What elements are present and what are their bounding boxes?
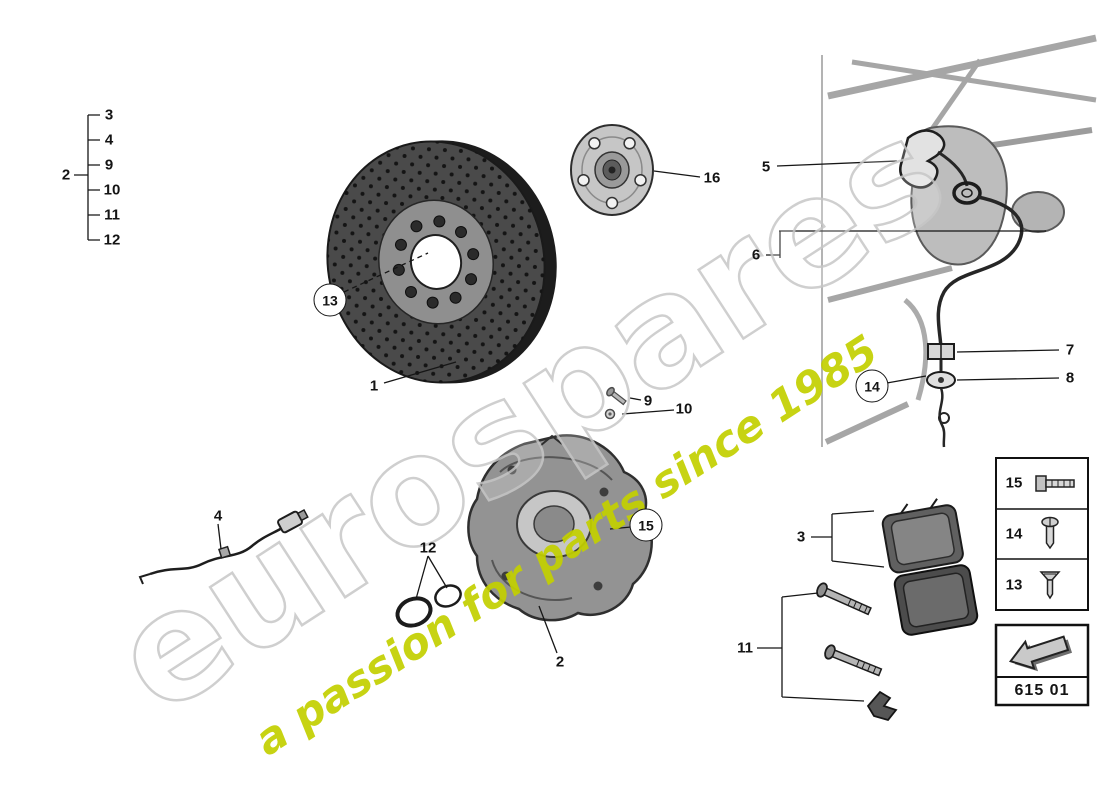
legend-num-15: 15 (1005, 474, 1023, 492)
callout-brake-hose[interactable]: 6 (751, 246, 761, 264)
legend-num-14: 14 (1005, 525, 1023, 543)
hose-grommet (952, 181, 982, 205)
brake-pads (881, 498, 979, 636)
wheel-hub (570, 124, 654, 216)
bracket-item-9[interactable]: 9 (104, 156, 114, 174)
part-code-box (994, 623, 1090, 707)
seal-rings (395, 584, 462, 628)
callout-circle-14[interactable]: 14 (855, 369, 889, 403)
callout-pad-bolts[interactable]: 11 (737, 639, 753, 657)
legend-num-13: 13 (1005, 576, 1023, 594)
bracket-item-4[interactable]: 4 (104, 131, 114, 149)
callout-retainer[interactable]: 7 (1065, 341, 1075, 359)
callout-bolt-9[interactable]: 9 (643, 392, 653, 410)
callout-circle-13[interactable]: 13 (313, 283, 347, 317)
bracket-item-11[interactable]: 11 (104, 206, 120, 224)
callout-bracket[interactable]: 5 (761, 158, 771, 176)
callout-speed-sensor[interactable]: 4 (213, 507, 223, 525)
speed-sensor-cable (138, 509, 309, 585)
pan-screw-icon (1041, 516, 1059, 550)
legend-box (995, 457, 1089, 611)
bracket-item-12[interactable]: 12 (103, 231, 121, 249)
suspension-assembly (821, 34, 1097, 447)
leader-lines (74, 114, 1060, 702)
brake-disc (326, 140, 557, 384)
callout-disc[interactable]: 1 (369, 377, 379, 395)
callout-seals[interactable]: 12 (419, 539, 437, 557)
watermark-brand: eurospares (84, 85, 974, 747)
hose-bracket (899, 129, 946, 189)
bracket-item-10[interactable]: 10 (103, 181, 121, 199)
leader-13-dashed (343, 252, 429, 293)
cover-plate (467, 434, 653, 622)
group-label-2[interactable]: 2 (61, 166, 71, 184)
hex-bolt-icon (1035, 475, 1075, 492)
bracket-item-3[interactable]: 3 (104, 106, 114, 124)
pad-retainer-clip (866, 690, 898, 722)
brake-hose-assembly (899, 129, 1024, 448)
countersunk-screw-icon (1039, 571, 1061, 600)
callout-circle-15[interactable]: 15 (629, 508, 663, 542)
part-code: 615 01 (1014, 682, 1070, 699)
brake-hose (936, 195, 1024, 349)
small-fasteners (604, 386, 627, 420)
callout-cover-plate[interactable]: 2 (555, 653, 565, 671)
direction-arrow-icon (1008, 635, 1073, 672)
caliper-bolts (816, 582, 898, 722)
callout-wheel-hub[interactable]: 16 (703, 169, 721, 187)
callout-grommet[interactable]: 8 (1065, 369, 1075, 387)
callout-valve-10[interactable]: 10 (675, 400, 693, 418)
callout-brake-pads[interactable]: 3 (796, 528, 806, 546)
